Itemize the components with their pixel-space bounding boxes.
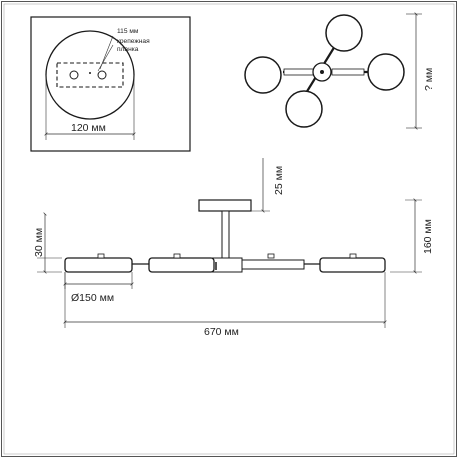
canopy-height-label: 25 мм: [273, 166, 285, 195]
side-socket-1: [97, 253, 105, 259]
side-shade-2: [148, 257, 215, 273]
top-shade-left: [244, 56, 282, 94]
top-view: ? мм: [244, 12, 435, 130]
top-shade-upper: [325, 14, 363, 52]
inner-frame: [3, 3, 455, 455]
top-arm-sleeve-right: [331, 68, 365, 76]
topview-height-label: ? мм: [423, 68, 435, 91]
top-canopy-center: [320, 70, 324, 74]
side-socket-4: [349, 253, 357, 259]
side-view: 25 мм 160 мм 30 мм Ø150 мм 670 мм: [33, 158, 434, 338]
plate-name-line2: планка: [117, 46, 139, 53]
plate-name-line1: крепежная: [117, 38, 150, 45]
top-shade-lower: [285, 90, 323, 128]
side-socket-2: [173, 253, 181, 259]
plate-width-label: 115 мм: [117, 28, 139, 35]
mounting-detail-panel: 115 мм крепежная планка 120 мм: [30, 16, 191, 152]
plate-name-leader: [97, 44, 114, 72]
canopy-width-label: 120 мм: [71, 122, 106, 134]
shade-height-label: 30 мм: [33, 228, 45, 257]
top-arm-sleeve-left: [283, 68, 315, 76]
shade-diameter-label: Ø150 мм: [71, 292, 114, 304]
center-point: [89, 72, 91, 74]
mounting-hole-left: [69, 70, 79, 80]
side-arm-sleeve: [241, 259, 305, 270]
mounting-plate-outline: [56, 62, 124, 88]
side-socket-3: [267, 253, 275, 259]
mounting-hole-right: [97, 70, 107, 80]
side-canopy: [198, 199, 252, 212]
top-shade-right: [367, 53, 405, 91]
side-stem: [221, 210, 230, 262]
total-height-label: 160 мм: [422, 219, 434, 254]
total-width-label: 670 мм: [204, 326, 239, 338]
side-shade-3: [319, 257, 386, 273]
side-shade-1: [64, 257, 133, 273]
